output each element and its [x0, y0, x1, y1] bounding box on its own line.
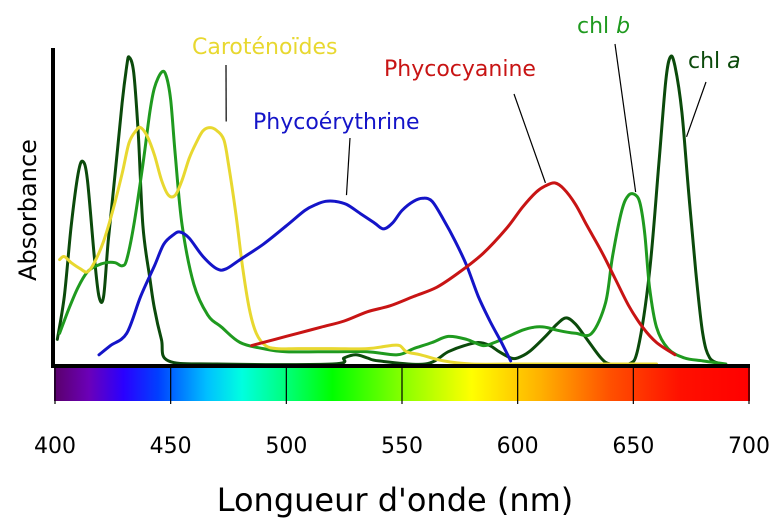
series-line-phycocyanine — [250, 181, 677, 357]
leader-line-phycoerythrine — [345, 137, 351, 196]
series-label-chl-b: chl b — [577, 14, 630, 39]
leader-line-chl-b — [614, 43, 637, 193]
x-tick-label-600: 600 — [497, 434, 539, 459]
series-line-chl-b — [58, 69, 728, 366]
series-label-phycoerythrine: Phycoérythrine — [253, 110, 420, 135]
series-label-chl-a: chl a — [688, 49, 741, 74]
x-tick-label-550: 550 — [381, 434, 423, 459]
leader-line-phycocyanine — [513, 93, 546, 184]
x-tick-label-700: 700 — [728, 434, 770, 459]
series-line-phycoerythrine — [97, 196, 513, 363]
series-line-carotenoides — [58, 125, 658, 366]
x-axis-label: Longueur d'onde (nm) — [217, 481, 574, 519]
y-axis-label: Absorbance — [14, 139, 42, 281]
series-label-carotenoides: Caroténoïdes — [192, 35, 338, 60]
x-tick-labels: 400 450 500 550 600 650 700 — [34, 434, 770, 459]
x-tick-label-400: 400 — [34, 434, 76, 459]
x-tick-label-500: 500 — [265, 434, 307, 459]
x-tick-marks — [54, 367, 750, 404]
x-tick-label-650: 650 — [612, 434, 654, 459]
x-tick-label-450: 450 — [150, 434, 192, 459]
series-curves — [55, 54, 728, 367]
leader-line-chl-a — [685, 81, 707, 138]
series-label-phycocyanine: Phycocyanine — [384, 57, 536, 82]
